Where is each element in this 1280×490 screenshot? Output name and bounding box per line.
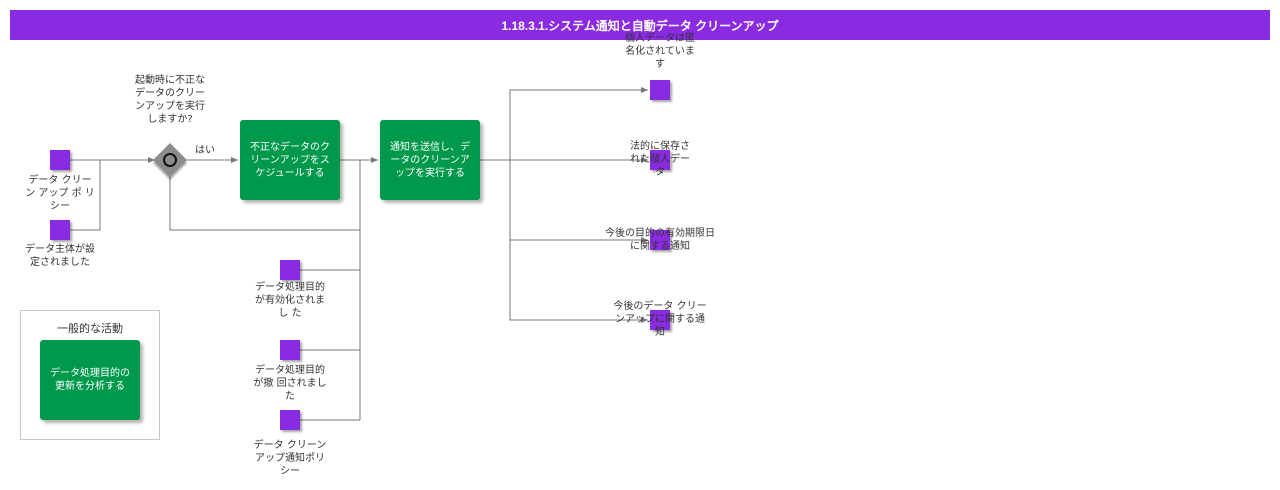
end-event-legally-retained[interactable] — [650, 150, 670, 170]
task-schedule-cleanup[interactable]: 不正なデータのクリーンアップをスケジュールする — [240, 120, 340, 200]
event-cleanup-notification-policy[interactable] — [280, 410, 300, 430]
event-cleanup-notification-policy-label: データ クリーンアップ通知ポリシー — [253, 440, 327, 477]
end-event-anonymized-label: 個人データは匿名化されています — [625, 33, 695, 70]
end-event-cleanup-notice[interactable] — [650, 310, 670, 330]
end-event-legally-retained-label: 法的に保存された個人デー タ — [630, 141, 690, 178]
edge-notify-to-end1 — [480, 87, 648, 161]
task-analyze-purpose-updates-label: データ処理目的の更新を分析する — [50, 368, 130, 392]
end-event-cleanup-notice-label: 今後のデータ クリーンアップに関する通知 — [613, 301, 707, 338]
gateway-marker-icon — [163, 153, 177, 167]
diagram-title: 1.18.3.1.システム通知と自動データ クリーンアップ — [10, 10, 1270, 40]
end-event-purpose-expiry-notice-label: 今後の目的の有効期限日に関する通知 — [605, 228, 715, 252]
general-activities-group: 一般的な活動 — [20, 310, 160, 440]
gateway-yes-label: はい — [195, 145, 215, 156]
edge-notify-to-end4 — [509, 240, 648, 323]
end-event-purpose-expiry-notice[interactable] — [650, 230, 670, 250]
gateway-question-label: 起動時に不正なデータのクリーンアップを実行しますか? — [135, 75, 205, 125]
event-purpose-enabled[interactable] — [280, 260, 300, 280]
task-send-notification-label: 通知を送信し、データのクリーンアップを実行する — [390, 141, 470, 179]
edge-gateway-no-loop — [169, 173, 360, 231]
task-schedule-cleanup-label: 不正なデータのクリーンアップをスケジュールする — [250, 141, 330, 179]
task-analyze-purpose-updates[interactable]: データ処理目的の更新を分析する — [40, 340, 140, 420]
start-event-data-subject-set[interactable] — [50, 220, 70, 240]
edge-start2-to-gateway — [70, 160, 101, 231]
event-purpose-revoked-label: データ処理目的が撤 回されました — [253, 365, 327, 402]
task-send-notification[interactable]: 通知を送信し、データのクリーンアップを実行する — [380, 120, 480, 200]
start-event-cleanup-policy[interactable] — [50, 150, 70, 170]
event-purpose-enabled-label: データ処理目的 が有効化されま し た — [255, 282, 325, 319]
end-event-anonymized[interactable] — [650, 80, 670, 100]
start-event-cleanup-policy-label: データ クリーン アップ ポ リシー — [25, 175, 95, 212]
event-purpose-revoked[interactable] — [280, 340, 300, 360]
start-event-data-subject-set-label: データ主体が設定されました — [25, 244, 95, 268]
group-title: 一般的な活動 — [57, 322, 123, 335]
